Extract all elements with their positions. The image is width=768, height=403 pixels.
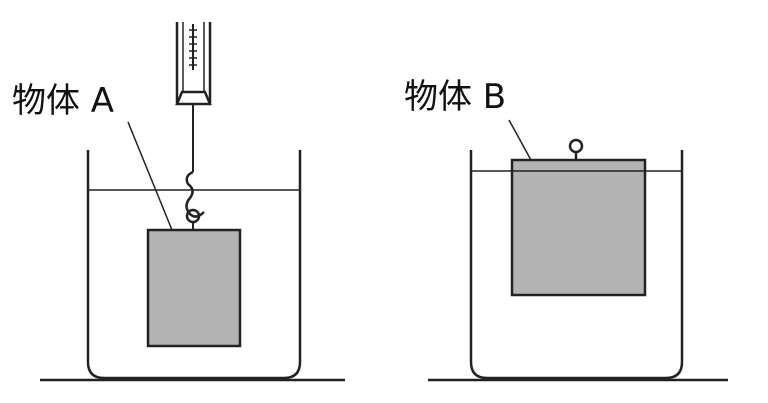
left-setup bbox=[40, 22, 345, 382]
leader-line-a bbox=[127, 121, 173, 231]
block-a bbox=[146, 228, 242, 348]
right-setup bbox=[428, 119, 728, 382]
s-hook bbox=[185, 170, 205, 218]
label-object-a: 物体 A bbox=[12, 81, 115, 121]
beaker-left bbox=[86, 150, 302, 380]
beaker-right bbox=[469, 150, 684, 380]
label-object-b: 物体 B bbox=[404, 77, 507, 117]
block-b-ring bbox=[568, 138, 584, 154]
block-b bbox=[510, 158, 647, 297]
leader-line-b bbox=[508, 119, 532, 161]
spring-scale bbox=[175, 22, 212, 172]
